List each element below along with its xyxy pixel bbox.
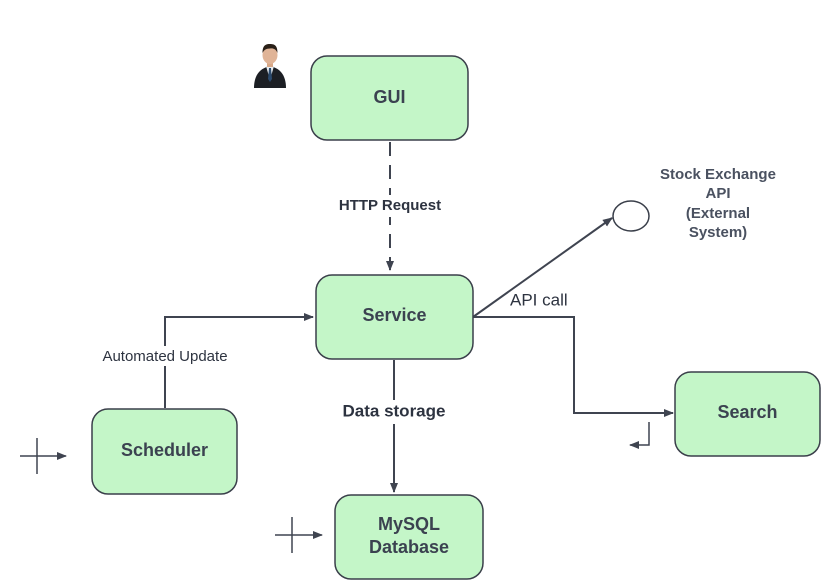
interface-circle-icon [612,200,650,232]
external-system-label: Stock Exchange API (External System) [660,166,776,241]
external-system-line4: System) [689,224,747,241]
automated-update-label: Automated Update [102,348,227,365]
search-label: Search [717,402,777,422]
data-storage-label: Data storage [343,401,446,420]
database-label-line2: Database [369,537,449,557]
http-request-label: HTTP Request [339,197,441,214]
search-edge [473,316,674,417]
gui-label: GUI [373,87,405,107]
scheduler-label: Scheduler [121,440,208,460]
database-node[interactable]: MySQL Database [334,494,484,580]
scheduler-node[interactable]: Scheduler [91,408,238,495]
external-system-line2: API [705,185,730,202]
user-icon [254,44,286,88]
api-call-edge [472,217,613,318]
api-call-label: API call [510,290,568,309]
return-arrow-icon [629,422,650,449]
automated-update-edge [164,313,314,408]
database-label-line1: MySQL [378,514,440,534]
database-entry-icon [275,517,323,553]
search-node[interactable]: Search [674,371,821,457]
external-system-line3: (External [686,205,750,222]
scheduler-entry-icon [20,438,67,474]
gui-node[interactable]: GUI [310,55,469,141]
service-label: Service [362,305,426,325]
external-system-line1: Stock Exchange [660,166,776,183]
service-node[interactable]: Service [315,274,474,360]
